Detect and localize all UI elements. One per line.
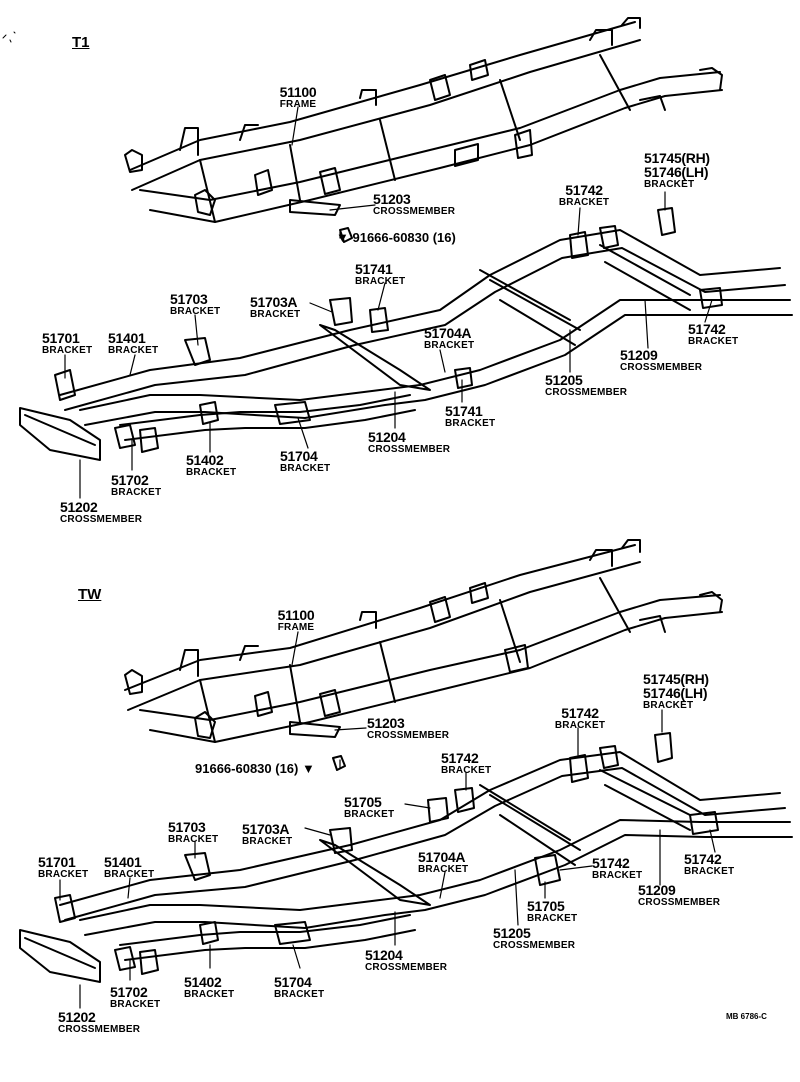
tw-leader-lines [59, 631, 716, 1009]
bolt-icon: ▼ [298, 761, 315, 776]
t1-label-bolt: ▼ 91666-60830 (16) [336, 230, 456, 245]
section-title-tw: TW [78, 586, 102, 603]
bolt-icon: ▼ [336, 230, 353, 245]
t1-exploded-assembly [19, 207, 793, 461]
t1-label-51745-51746-bracket: 51745(RH)51746(LH)BRACKET [644, 150, 710, 190]
tw-label-51745-51746-bracket: 51745(RH)51746(LH)BRACKET [643, 671, 709, 711]
tw-label-bolt: 91666-60830 (16) ▼ [195, 761, 315, 776]
scan-specks [2, 31, 16, 43]
t1-leader-lines [64, 106, 713, 499]
t1-frame-assembly [124, 17, 723, 223]
tw-frame-assembly [124, 539, 723, 743]
drawing-code: MB 6786-C [726, 1012, 767, 1021]
section-title-t1: T1 [72, 34, 90, 51]
tw-exploded-assembly [19, 732, 793, 983]
